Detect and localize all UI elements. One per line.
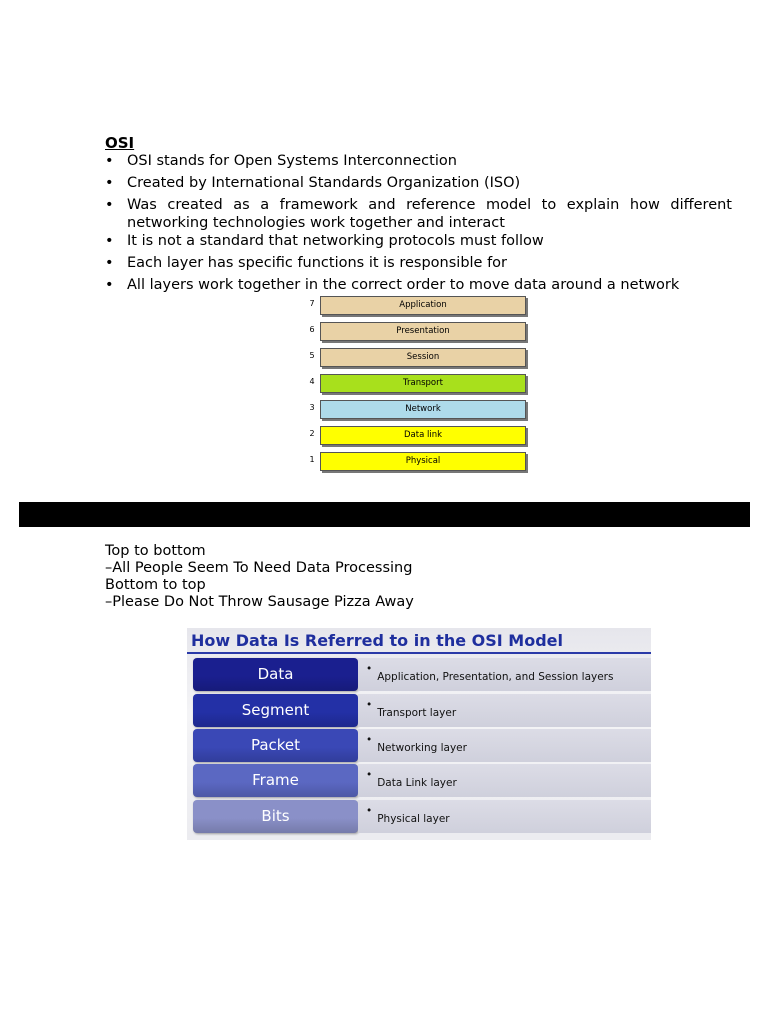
layer-presentation: 6 Presentation: [306, 322, 532, 344]
unit-row-bits: Bits • Physical layer: [193, 800, 651, 833]
layer-box: Network: [320, 400, 526, 419]
bullet-mark: •: [366, 734, 373, 746]
layer-number: 3: [309, 403, 315, 412]
unit-pill: Segment: [193, 694, 358, 727]
bullet-item: All layers work together in the correct …: [105, 276, 732, 294]
mnemonic-line: Top to bottom: [105, 543, 206, 559]
layer-box: Transport: [320, 374, 526, 393]
layer-number: 1: [309, 455, 315, 464]
osi-bullet-list: OSI stands for Open Systems Interconnect…: [105, 152, 732, 298]
layer-box: Application: [320, 296, 526, 315]
unit-description-text: Physical layer: [377, 813, 450, 825]
unit-description: • Transport layer: [358, 694, 651, 727]
layer-box: Physical: [320, 452, 526, 471]
section-heading: OSI: [105, 134, 135, 152]
unit-row-data: Data • Application, Presentation, and Se…: [193, 658, 651, 691]
layer-number: 6: [309, 325, 315, 334]
unit-pill: Bits: [193, 800, 358, 833]
layer-network: 3 Network: [306, 400, 532, 422]
layer-box: Session: [320, 348, 526, 367]
osi-layer-diagram: 7 Application 6 Presentation 5 Session 4…: [306, 296, 532, 476]
bullet-mark: •: [366, 769, 373, 781]
layer-session: 5 Session: [306, 348, 532, 370]
unit-description-text: Transport layer: [377, 707, 457, 719]
layer-number: 2: [309, 429, 315, 438]
unit-description-text: Networking layer: [377, 742, 467, 754]
black-divider-bar: [19, 502, 750, 527]
unit-pill: Data: [193, 658, 358, 691]
layer-data-link: 2 Data link: [306, 426, 532, 448]
unit-description-text: Data Link layer: [377, 777, 457, 789]
unit-description: • Data Link layer: [358, 764, 651, 797]
mnemonic-text: Top to bottom –All People Seem To Need D…: [105, 543, 414, 611]
unit-description-text: Application, Presentation, and Session l…: [377, 671, 614, 683]
figure-title-rule: [187, 652, 651, 654]
bullet-mark: •: [366, 805, 373, 817]
figure-title: How Data Is Referred to in the OSI Model: [191, 631, 563, 650]
layer-box: Presentation: [320, 322, 526, 341]
layer-box: Data link: [320, 426, 526, 445]
unit-row-segment: Segment • Transport layer: [193, 694, 651, 727]
layer-physical: 1 Physical: [306, 452, 532, 474]
mnemonic-line: –All People Seem To Need Data Processing: [105, 560, 413, 576]
unit-description: • Networking layer: [358, 729, 651, 762]
bullet-item: Created by International Standards Organ…: [105, 174, 732, 192]
layer-application: 7 Application: [306, 296, 532, 318]
bullet-item: Was created as a framework and reference…: [105, 196, 732, 232]
mnemonic-line: Bottom to top: [105, 577, 206, 593]
layer-number: 5: [309, 351, 315, 360]
unit-pill: Packet: [193, 729, 358, 762]
layer-number: 4: [309, 377, 315, 386]
layer-number: 7: [309, 299, 315, 308]
bullet-mark: •: [366, 663, 373, 675]
unit-row-frame: Frame • Data Link layer: [193, 764, 651, 797]
unit-description: • Application, Presentation, and Session…: [358, 658, 651, 691]
bullet-item: It is not a standard that networking pro…: [105, 232, 732, 250]
unit-pill: Frame: [193, 764, 358, 797]
bullet-item: Each layer has specific functions it is …: [105, 254, 732, 272]
unit-description: • Physical layer: [358, 800, 651, 833]
unit-row-packet: Packet • Networking layer: [193, 729, 651, 762]
bullet-mark: •: [366, 699, 373, 711]
data-units-figure: How Data Is Referred to in the OSI Model…: [187, 628, 651, 840]
mnemonic-line: –Please Do Not Throw Sausage Pizza Away: [105, 594, 414, 610]
layer-transport: 4 Transport: [306, 374, 532, 396]
bullet-item: OSI stands for Open Systems Interconnect…: [105, 152, 732, 170]
